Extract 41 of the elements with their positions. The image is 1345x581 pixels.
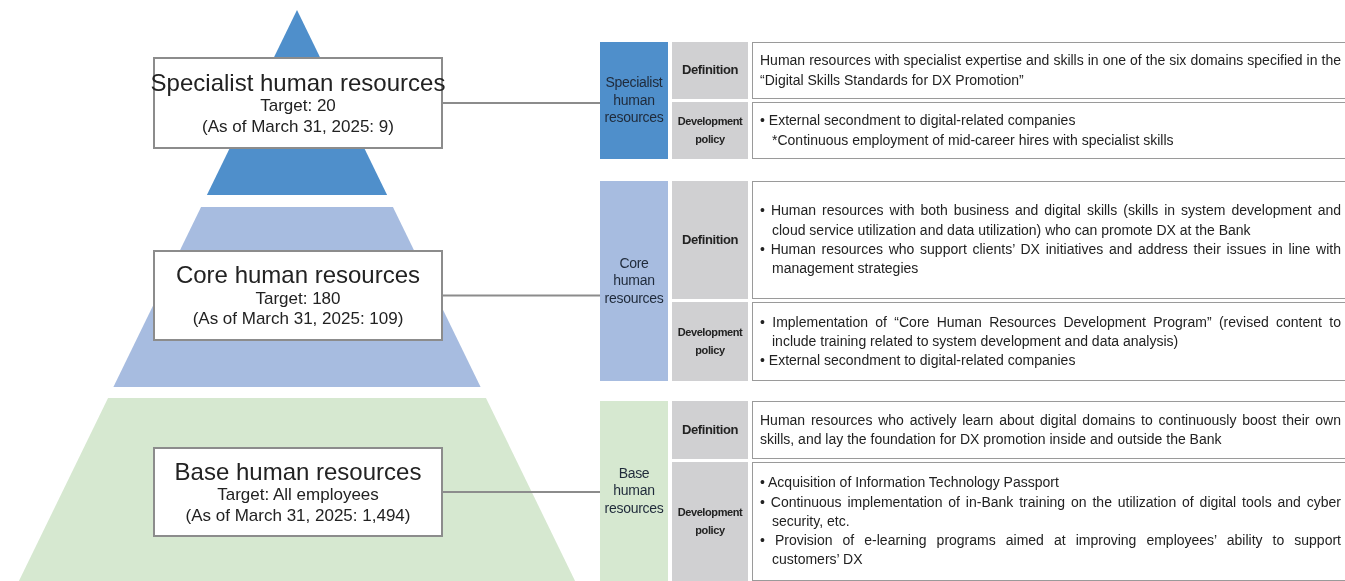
tier-target-text: Target: All employees xyxy=(217,485,379,506)
row-header-cell: Definition xyxy=(672,181,748,299)
tier-label-box xyxy=(153,447,443,537)
category-cell: Specialist human resources xyxy=(600,42,668,159)
description-cell xyxy=(752,302,1345,381)
description-cell xyxy=(752,181,1345,299)
row-header-cell: Definition xyxy=(672,42,748,99)
tier-label-box xyxy=(153,57,443,149)
description-text: Human resources with specialist expertise and skills in one of the six domains specified in the “Digital Skills Standards for DX Promotion” xyxy=(760,51,1341,90)
tier-target-text: Target: 180 xyxy=(255,288,341,310)
description-text: • Human resources with both business and digital skills (skills in system development and cloud service utilization and data utilization) who can promote DX at the Bank xyxy=(760,201,1341,240)
description-text: • External secondment to digital-related companies xyxy=(760,111,1077,131)
tier-target-text: (As of March 31, 2025: 9) xyxy=(202,116,394,138)
description-text: • Human resources who support clients’ DX initiatives and address their issues in line with management strategies xyxy=(760,240,1341,279)
connector-line xyxy=(442,491,601,493)
description-text: *Continuous employment of mid-career hires with specialist skills xyxy=(771,130,1175,150)
description-cell xyxy=(752,462,1345,581)
tier-target-text: Target: 20 xyxy=(260,96,336,117)
description-cell xyxy=(752,42,1345,99)
connector-line xyxy=(442,102,601,104)
description-cell xyxy=(752,102,1345,159)
tier-target-text: (As of March 31, 2025: 1,494) xyxy=(185,505,411,527)
row-header-cell: Development policy xyxy=(672,102,748,159)
description-text: • External secondment to digital-related companies xyxy=(760,351,1077,371)
row-header-cell: Development policy xyxy=(672,302,748,381)
tier-title: Core human resources xyxy=(175,261,421,289)
tier-target-text: (As of March 31, 2025: 109) xyxy=(192,309,404,330)
row-header-cell: Development policy xyxy=(672,462,748,581)
connector-line xyxy=(442,294,601,297)
category-cell: Base human resources xyxy=(600,401,668,581)
description-cell xyxy=(752,401,1345,459)
tier-title: Base human resources xyxy=(174,457,422,486)
tier-label-box xyxy=(153,250,443,341)
description-text: • Continuous implementation of in-Bank training on the utilization of digital tools and cyber security, etc. xyxy=(760,492,1341,531)
row-header-cell: Definition xyxy=(672,401,748,459)
description-text: Human resources who actively learn about digital domains to continuously boost their own skills, and lay the foundation for DX promotion inside and outside the Bank xyxy=(760,410,1341,449)
category-cell: Core human resources xyxy=(600,181,668,381)
description-text: • Provision of e-learning programs aimed at improving employees’ ability to support customers’ DX xyxy=(760,531,1341,570)
description-text: • Implementation of “Core Human Resources Development Program” (revised content to include training related to system development and data analysis) xyxy=(760,312,1341,351)
tier-title: Specialist human resources xyxy=(150,68,446,97)
description-text: • Acquisition of Information Technology Passport xyxy=(760,473,1060,493)
